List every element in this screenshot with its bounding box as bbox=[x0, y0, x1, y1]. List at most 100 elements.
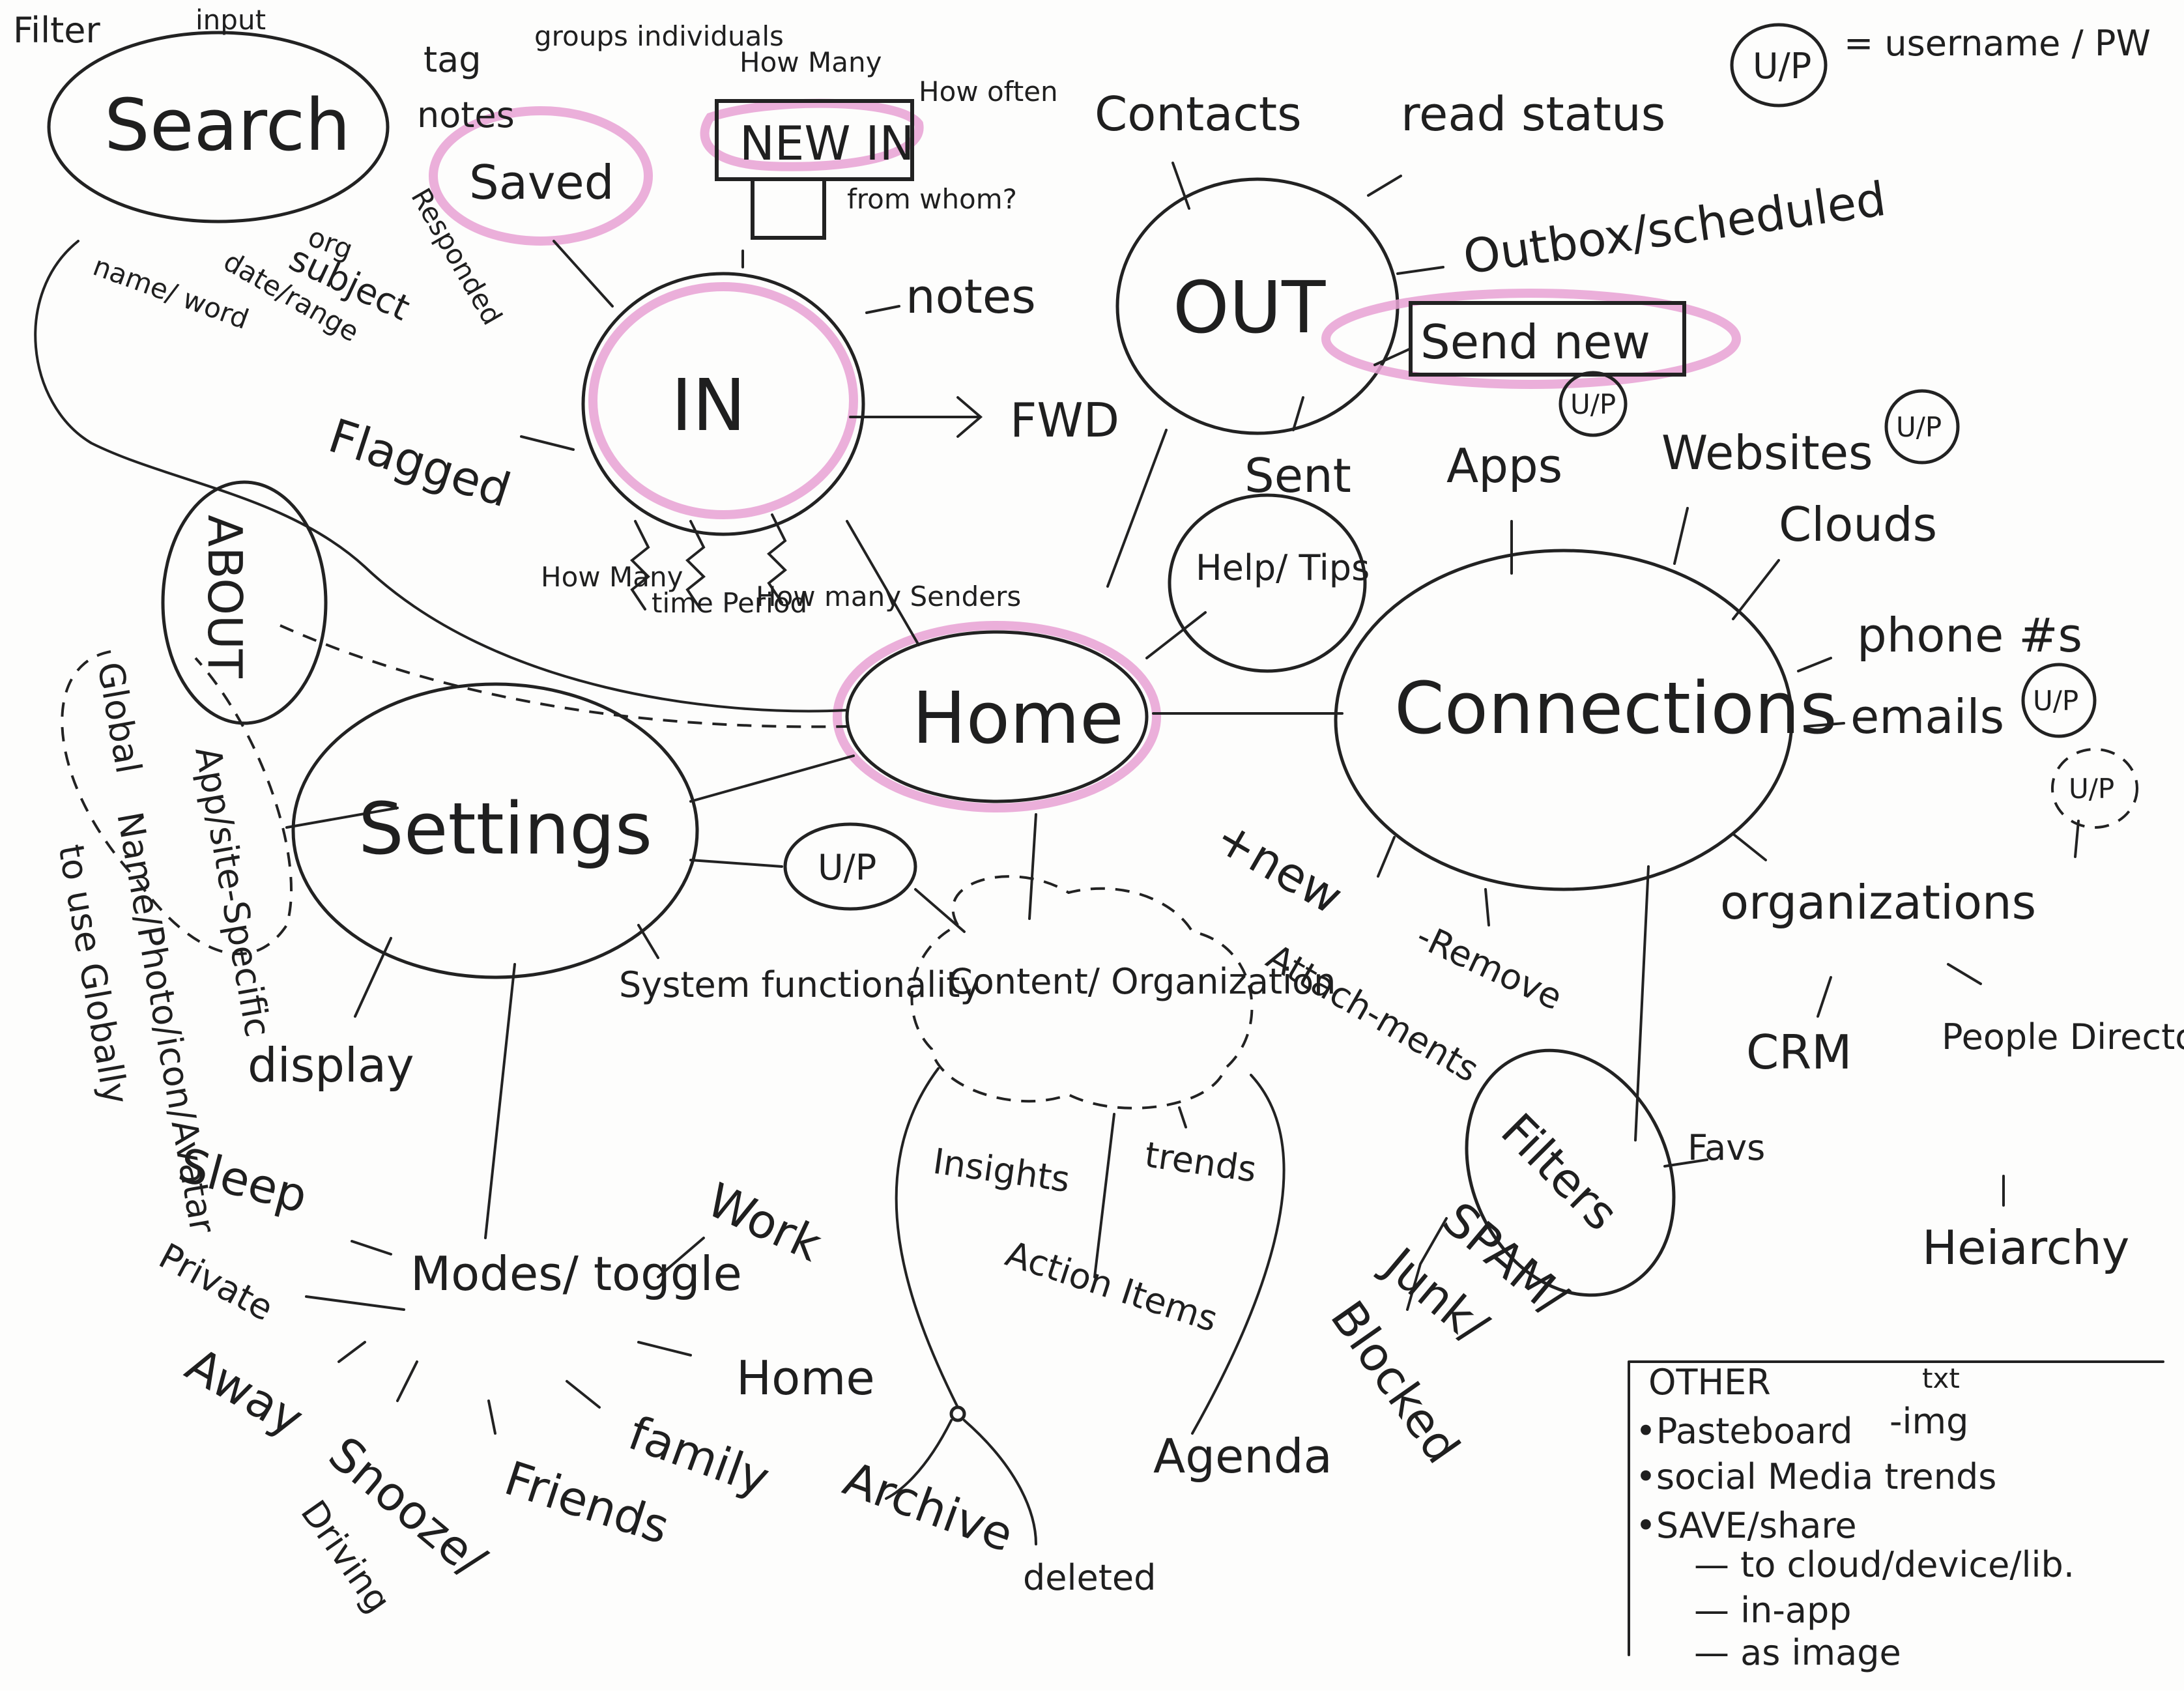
home-node bbox=[845, 630, 1149, 803]
content-action-items: Action Items bbox=[1001, 1233, 1222, 1340]
settings-app-specific: App/site-Specific bbox=[187, 743, 278, 1040]
in-notes: notes bbox=[906, 269, 1036, 324]
content-trends: trends bbox=[1142, 1134, 1259, 1190]
in-node-highlight bbox=[588, 282, 858, 519]
filters-label: Filters bbox=[1491, 1103, 1629, 1241]
content-node bbox=[910, 875, 1254, 1110]
out-outbox: Outbox/scheduled bbox=[1460, 171, 1889, 285]
connections-node bbox=[1334, 549, 1794, 891]
other-pasteboard: •Pasteboard bbox=[1635, 1411, 1853, 1452]
search-tag: tag bbox=[424, 39, 481, 80]
conn-clouds: Clouds bbox=[1779, 497, 1937, 552]
content-label: Content/ Organization bbox=[948, 961, 1336, 1002]
modes-home: Home bbox=[736, 1351, 875, 1405]
conn-new: +new bbox=[1207, 809, 1352, 925]
help-node bbox=[1168, 493, 1367, 673]
search-filter: Filter bbox=[13, 10, 101, 51]
other-save-share: •SAVE/share bbox=[1635, 1505, 1857, 1546]
filters-favs: Favs bbox=[1688, 1127, 1765, 1168]
settings-label: Settings bbox=[358, 787, 652, 870]
search-node bbox=[47, 31, 390, 223]
modes-label: Modes/ toggle bbox=[410, 1246, 742, 1301]
conn-organizations: organizations bbox=[1720, 875, 2036, 930]
settings-global: Global bbox=[89, 659, 149, 777]
home-node-highlight bbox=[833, 621, 1161, 812]
search-label: Search bbox=[104, 83, 351, 167]
conn-people-directory: People Directory bbox=[1942, 1016, 2184, 1057]
modes-private: Private bbox=[152, 1235, 280, 1329]
other-title: OTHER bbox=[1648, 1362, 1771, 1403]
conn-phone: phone #s bbox=[1857, 608, 2082, 663]
conn-emails: emails bbox=[1850, 689, 2004, 744]
content-deleted: deleted bbox=[1023, 1557, 1156, 1598]
in-label: IN bbox=[671, 364, 746, 447]
in-how-many: How Many bbox=[541, 561, 683, 593]
new-in-box-stem bbox=[751, 177, 826, 240]
connections-label: Connections bbox=[1394, 667, 1837, 750]
other-in-app: — in-app bbox=[1694, 1590, 1852, 1631]
other-img: -img bbox=[1889, 1401, 1968, 1442]
out-sent: Sent bbox=[1244, 448, 1351, 503]
search-saved: Saved bbox=[469, 155, 614, 210]
other-txt: txt bbox=[1922, 1362, 1960, 1394]
conn-orgs-up: U/P bbox=[2069, 773, 2114, 805]
send-new-box bbox=[1409, 301, 1686, 377]
settings-up-badge bbox=[783, 822, 917, 911]
out-contacts: Contacts bbox=[1095, 87, 1302, 141]
about-label: ABOUT bbox=[197, 515, 252, 679]
send-new-highlight bbox=[1321, 289, 1741, 389]
conn-apps-up: U/P bbox=[1570, 388, 1616, 420]
conn-emails-up: U/P bbox=[2033, 685, 2078, 717]
settings-node bbox=[291, 682, 699, 979]
in-node bbox=[581, 272, 865, 536]
new-in-how-many: How Many bbox=[740, 46, 882, 78]
connectors bbox=[34, 162, 2080, 1545]
help-label: Help/ Tips bbox=[1196, 547, 1370, 588]
search-input: input bbox=[195, 4, 266, 36]
conn-websites: Websites bbox=[1661, 425, 1873, 480]
content-archive: Archive bbox=[837, 1451, 1020, 1562]
conn-apps: Apps bbox=[1446, 438, 1562, 493]
settings-display: display bbox=[248, 1038, 414, 1093]
about-node bbox=[161, 480, 328, 725]
content-insights: Insights bbox=[930, 1140, 1072, 1200]
emails-up-badge bbox=[2021, 663, 2097, 738]
home-label: Home bbox=[912, 676, 1124, 760]
orgs-up-badge bbox=[2051, 748, 2138, 829]
out-send-new: Send new bbox=[1420, 315, 1650, 369]
app-specific-dashed bbox=[61, 650, 293, 955]
other-to-cloud: — to cloud/device/lib. bbox=[1694, 1544, 2075, 1585]
apps-up-badge bbox=[1559, 371, 1628, 437]
legend-meaning: = username / PW bbox=[1844, 23, 2151, 64]
new-in-label: NEW IN bbox=[740, 116, 915, 171]
settings-up: U/P bbox=[818, 847, 876, 888]
in-time-period: time Period bbox=[652, 587, 807, 619]
new-in-how-often: How often bbox=[919, 76, 1058, 108]
legend-badge-text: U/P bbox=[1753, 46, 1811, 87]
conn-websites-up: U/P bbox=[1896, 411, 1942, 443]
search-groups: groups individuals bbox=[534, 20, 784, 52]
other-social: •social Media trends bbox=[1635, 1456, 1996, 1497]
out-read-status: read status bbox=[1401, 87, 1665, 141]
new-in-from-whom: from whom? bbox=[847, 183, 1017, 215]
conn-crm: CRM bbox=[1746, 1025, 1852, 1080]
modes-away: Away bbox=[177, 1337, 313, 1447]
archive-junction bbox=[949, 1405, 966, 1422]
conn-remove: -Remove bbox=[1411, 915, 1569, 1018]
search-notes: notes bbox=[417, 94, 515, 136]
modes-family: family bbox=[622, 1405, 777, 1506]
legend-up-badge bbox=[1730, 23, 1828, 108]
saved-highlight bbox=[429, 106, 653, 246]
in-fwd: FWD bbox=[1010, 393, 1119, 448]
websites-up-badge bbox=[1884, 389, 1960, 465]
in-flagged: Flagged bbox=[323, 408, 517, 518]
other-as-image: — as image bbox=[1694, 1632, 1901, 1673]
settings-system: System functionality bbox=[619, 964, 981, 1005]
conn-hierarchy: Heiarchy bbox=[1922, 1220, 2129, 1275]
content-agenda: Agenda bbox=[1153, 1429, 1332, 1484]
out-label: OUT bbox=[1173, 266, 1326, 349]
other-box bbox=[1628, 1360, 2164, 1656]
in-how-many-senders: How many Senders bbox=[756, 581, 1021, 612]
